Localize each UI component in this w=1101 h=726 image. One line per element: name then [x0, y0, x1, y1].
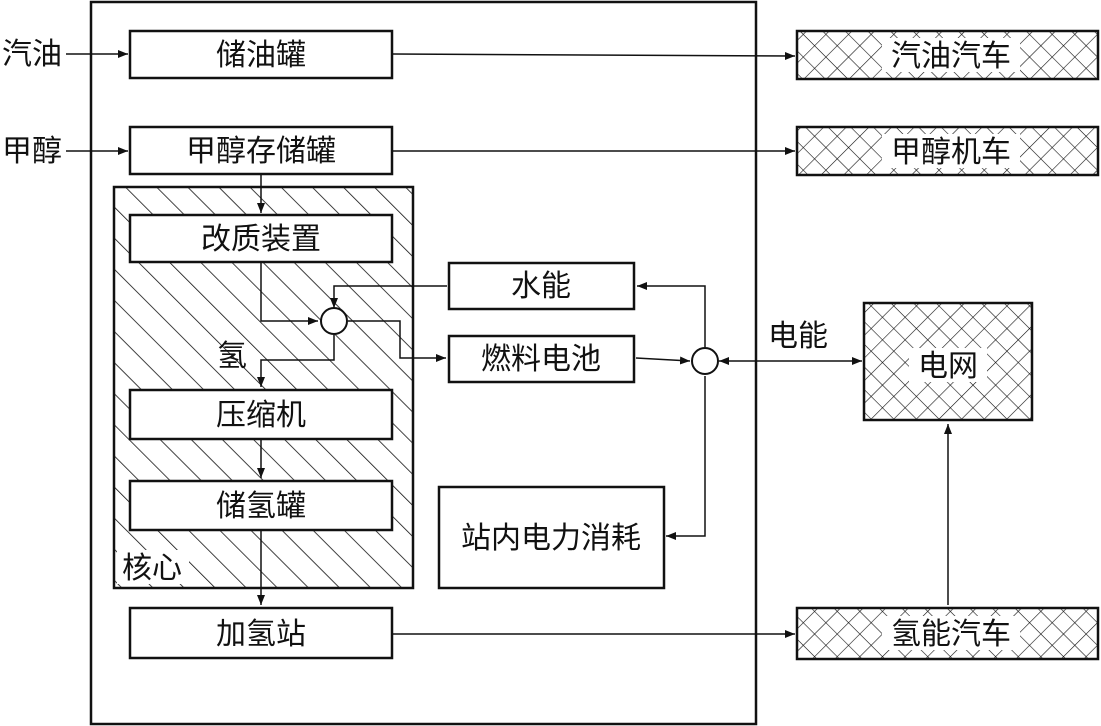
compressor-box: 压缩机	[128, 388, 394, 441]
power-junction-node	[691, 347, 719, 375]
hydrogen-car-box: 氢能汽车	[795, 606, 1100, 661]
methanol-tank-label: 甲醇存储罐	[186, 134, 336, 169]
hydrogen-junction-node	[320, 307, 348, 335]
hydrogen-label: 氢	[217, 339, 247, 374]
fuel-cell-box: 燃料电池	[447, 334, 636, 384]
methanol-car-box: 甲醇机车	[795, 125, 1100, 177]
grid-box: 电网	[862, 301, 1034, 422]
fuel-cell-label: 燃料电池	[481, 342, 601, 377]
compressor-label: 压缩机	[216, 398, 306, 433]
electric-energy-label: 电能	[768, 319, 828, 354]
hydrogen-tank-box: 储氢罐	[128, 479, 394, 532]
input-gasoline: 汽油	[2, 37, 62, 72]
gasoline-car-box: 汽油汽车	[795, 29, 1100, 81]
reformer-box: 改质装置	[128, 213, 394, 264]
hydrogen-tank-label: 储氢罐	[216, 489, 306, 524]
hydro-power-box: 水能	[447, 261, 636, 311]
hydrogen-station-label: 加氢站	[216, 617, 306, 652]
hydrogen-car-label: 氢能汽车	[891, 617, 1011, 652]
core-label-background	[117, 550, 189, 584]
reformer-label: 改质装置	[201, 222, 321, 257]
input-methanol: 甲醇	[2, 134, 62, 169]
core-label: 核心	[122, 551, 182, 586]
grid-label: 电网	[918, 349, 978, 384]
connectors	[66, 50, 952, 638]
hydro-power-label: 水能	[511, 269, 571, 304]
internal-consumption-box: 站内电力消耗	[437, 485, 666, 590]
internal-consumption-label: 站内电力消耗	[461, 521, 641, 556]
hydrogen-station-box: 加氢站	[128, 606, 394, 660]
gasoline-tank-label: 储油罐	[216, 38, 306, 73]
methanol-tank-box: 甲醇存储罐	[128, 125, 394, 176]
station-boundary	[89, 0, 758, 726]
gasoline-tank-box: 储油罐	[128, 29, 394, 80]
gasoline-car-label: 汽油汽车	[891, 39, 1011, 74]
methanol-car-label: 甲醇机车	[891, 135, 1011, 170]
